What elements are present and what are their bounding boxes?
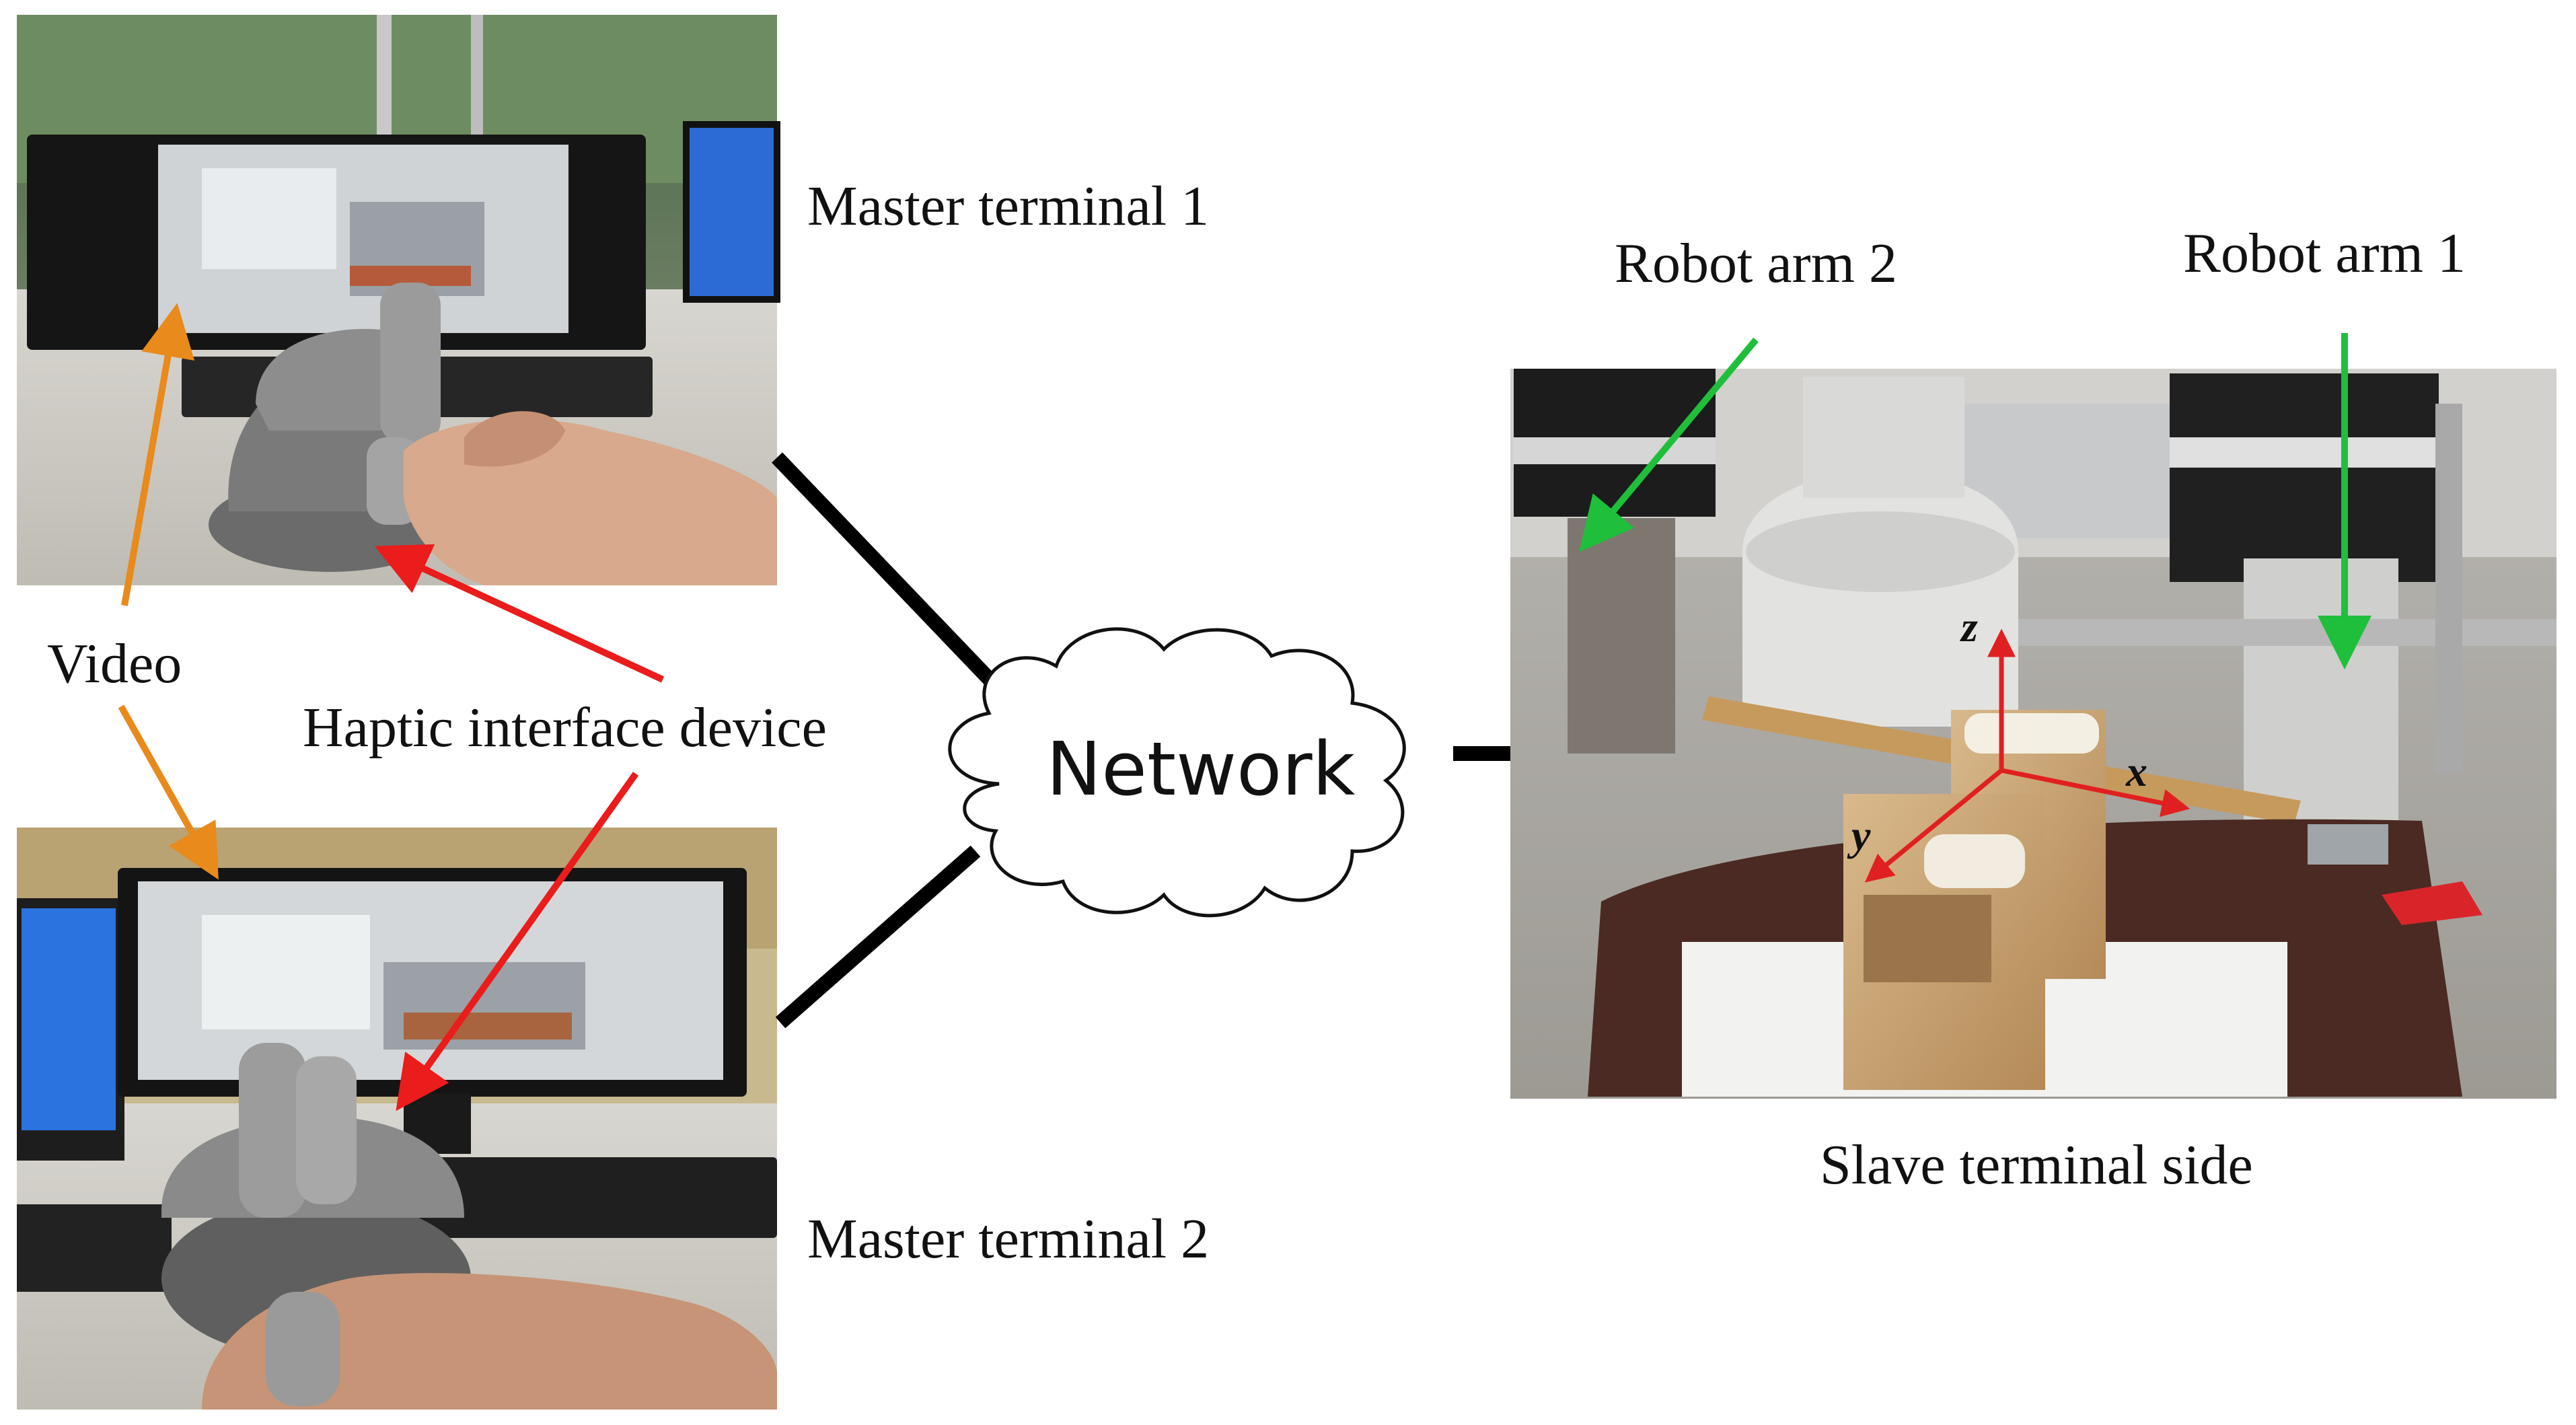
video-arrow-2 bbox=[118, 704, 219, 880]
axis-label-x: x bbox=[2126, 747, 2147, 795]
haptic-arrow-2 bbox=[396, 772, 639, 1111]
label-master-terminal-2: Master terminal 2 bbox=[807, 1208, 1210, 1270]
video-arrow-1 bbox=[121, 303, 195, 606]
coordinate-axes bbox=[1864, 628, 2191, 883]
photo-master-terminal-2 bbox=[17, 828, 777, 1410]
axis-label-y: y bbox=[1851, 811, 1871, 859]
axis-y-arrow bbox=[1864, 768, 2003, 883]
haptic-arrow-1 bbox=[374, 544, 665, 683]
label-slave-terminal-side: Slave terminal side bbox=[1820, 1134, 2253, 1196]
axis-label-z: z bbox=[1961, 603, 1978, 651]
robot-arm-2-arrow bbox=[1579, 337, 1759, 552]
label-master-terminal-1: Master terminal 1 bbox=[807, 175, 1210, 238]
label-robot-arm-2: Robot arm 2 bbox=[1615, 232, 1897, 295]
network-links bbox=[772, 452, 1510, 1029]
label-video: Video bbox=[47, 632, 182, 695]
photo-slave-terminal bbox=[1510, 369, 2556, 1099]
axis-x-arrow bbox=[2001, 768, 2191, 817]
label-haptic-interface-device: Haptic interface device bbox=[303, 696, 827, 759]
network-cloud bbox=[948, 627, 1406, 918]
link-master1-network bbox=[772, 452, 1011, 702]
link-master2-network bbox=[775, 845, 981, 1029]
annotation-arrows bbox=[118, 303, 2371, 1111]
photo-master-terminal-1 bbox=[17, 15, 780, 585]
label-network: Network bbox=[1046, 726, 1356, 812]
label-robot-arm-1: Robot arm 1 bbox=[2183, 222, 2466, 285]
